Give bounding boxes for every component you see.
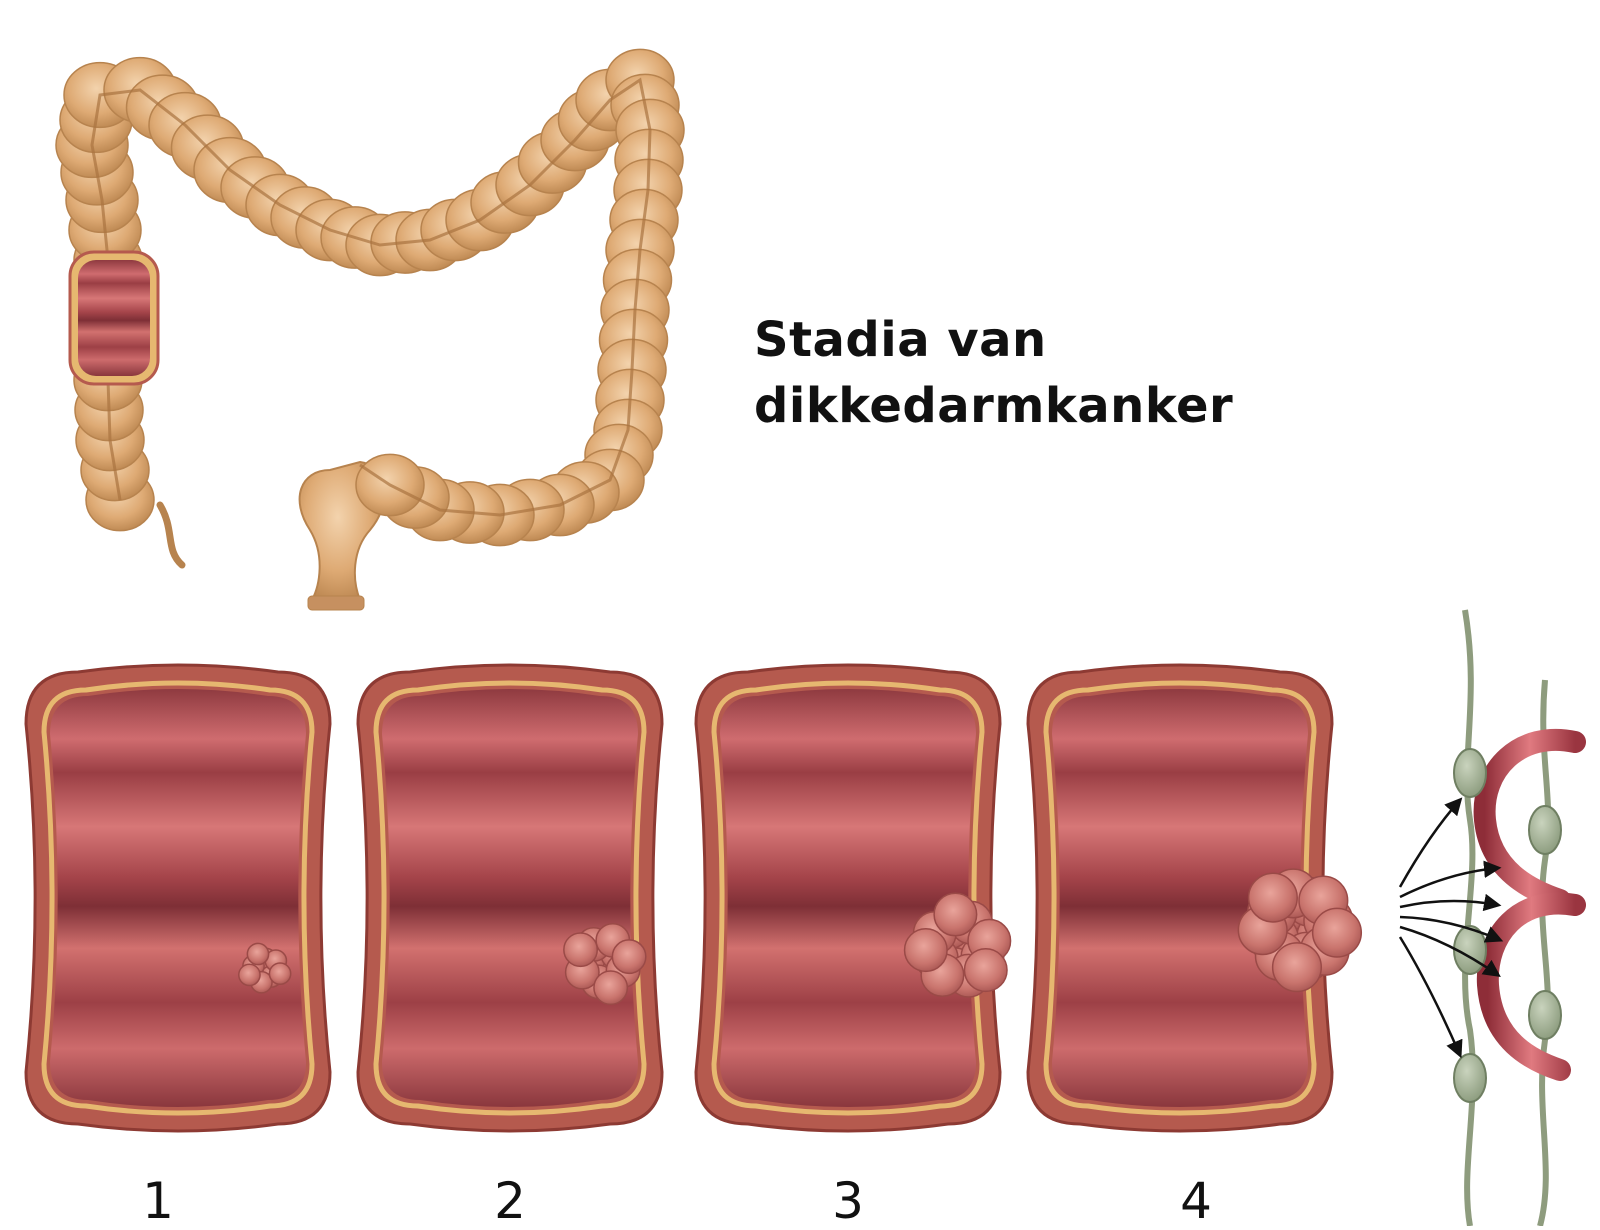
spread-arrow xyxy=(1399,915,1504,943)
stage-label-3: 3 xyxy=(832,1172,864,1230)
colon-segments-row xyxy=(24,663,1363,1133)
tumor-growth-stage-1 xyxy=(238,942,292,994)
segment-submucosa-band xyxy=(41,680,315,1116)
segment-submucosa-band xyxy=(711,680,985,1116)
segment-lumen xyxy=(720,689,976,1107)
colon-segment-stage-4 xyxy=(1026,663,1363,1133)
spread-arrow xyxy=(1399,860,1502,899)
segment-submucosa-band xyxy=(1043,680,1317,1116)
spread-arrow xyxy=(1398,936,1463,1059)
blood-vessel-lower xyxy=(1476,892,1586,1081)
colon-segment-stage-2 xyxy=(356,663,664,1133)
tumor-lobule xyxy=(593,970,629,1006)
tumor-lobule xyxy=(963,948,1008,993)
tumor-growth-stage-2 xyxy=(563,922,647,1006)
tumor-lobule xyxy=(268,962,292,986)
segment-lumen xyxy=(382,689,638,1107)
lymph-node xyxy=(1453,1053,1487,1103)
tumor-lobule xyxy=(1311,907,1363,958)
lymph-node xyxy=(1528,805,1562,855)
tumor-lobule xyxy=(933,892,978,937)
spread-arrow xyxy=(1399,925,1501,977)
segment-submucosa-band xyxy=(373,680,647,1116)
tumor-growth-stage-3 xyxy=(903,892,1012,998)
colon-cutaway-lumen xyxy=(78,260,150,376)
tumor-lobule xyxy=(246,942,270,966)
tumor-lobule xyxy=(903,928,948,973)
appendix xyxy=(156,501,186,569)
colon-segment-stage-3 xyxy=(694,663,1012,1133)
lymph-node xyxy=(1453,748,1487,798)
lymph-node xyxy=(1528,990,1562,1040)
stage-label-4: 4 xyxy=(1180,1172,1212,1230)
stage-label-1: 1 xyxy=(142,1172,174,1230)
tumor-lobule xyxy=(563,932,599,968)
tumor-lobule xyxy=(238,963,261,987)
tumor-lobule xyxy=(1271,942,1323,993)
diagram-title-line-2: dikkedarmkanker xyxy=(754,378,1234,434)
tumor-lobule xyxy=(611,939,647,975)
colon-taenia xyxy=(90,77,652,517)
tumor-lobule xyxy=(1247,872,1298,923)
lymph-channel-right xyxy=(1537,679,1552,1226)
lymph-node-vessels xyxy=(1398,609,1586,1226)
spread-arrow xyxy=(1398,797,1463,888)
segment-lumen xyxy=(50,689,306,1107)
colon-illustration xyxy=(55,48,685,611)
spread-arrow xyxy=(1399,893,1502,912)
colon-segment-stage-1 xyxy=(24,663,332,1133)
tumor-growth-stage-4 xyxy=(1237,868,1363,993)
blood-vessel-upper xyxy=(1473,729,1586,911)
segment-lumen xyxy=(1052,689,1308,1107)
anus xyxy=(307,595,365,611)
lymph-channel-left xyxy=(1462,609,1476,1226)
stage-label-2: 2 xyxy=(494,1172,526,1230)
diagram-title-line-1: Stadia van xyxy=(754,312,1047,368)
